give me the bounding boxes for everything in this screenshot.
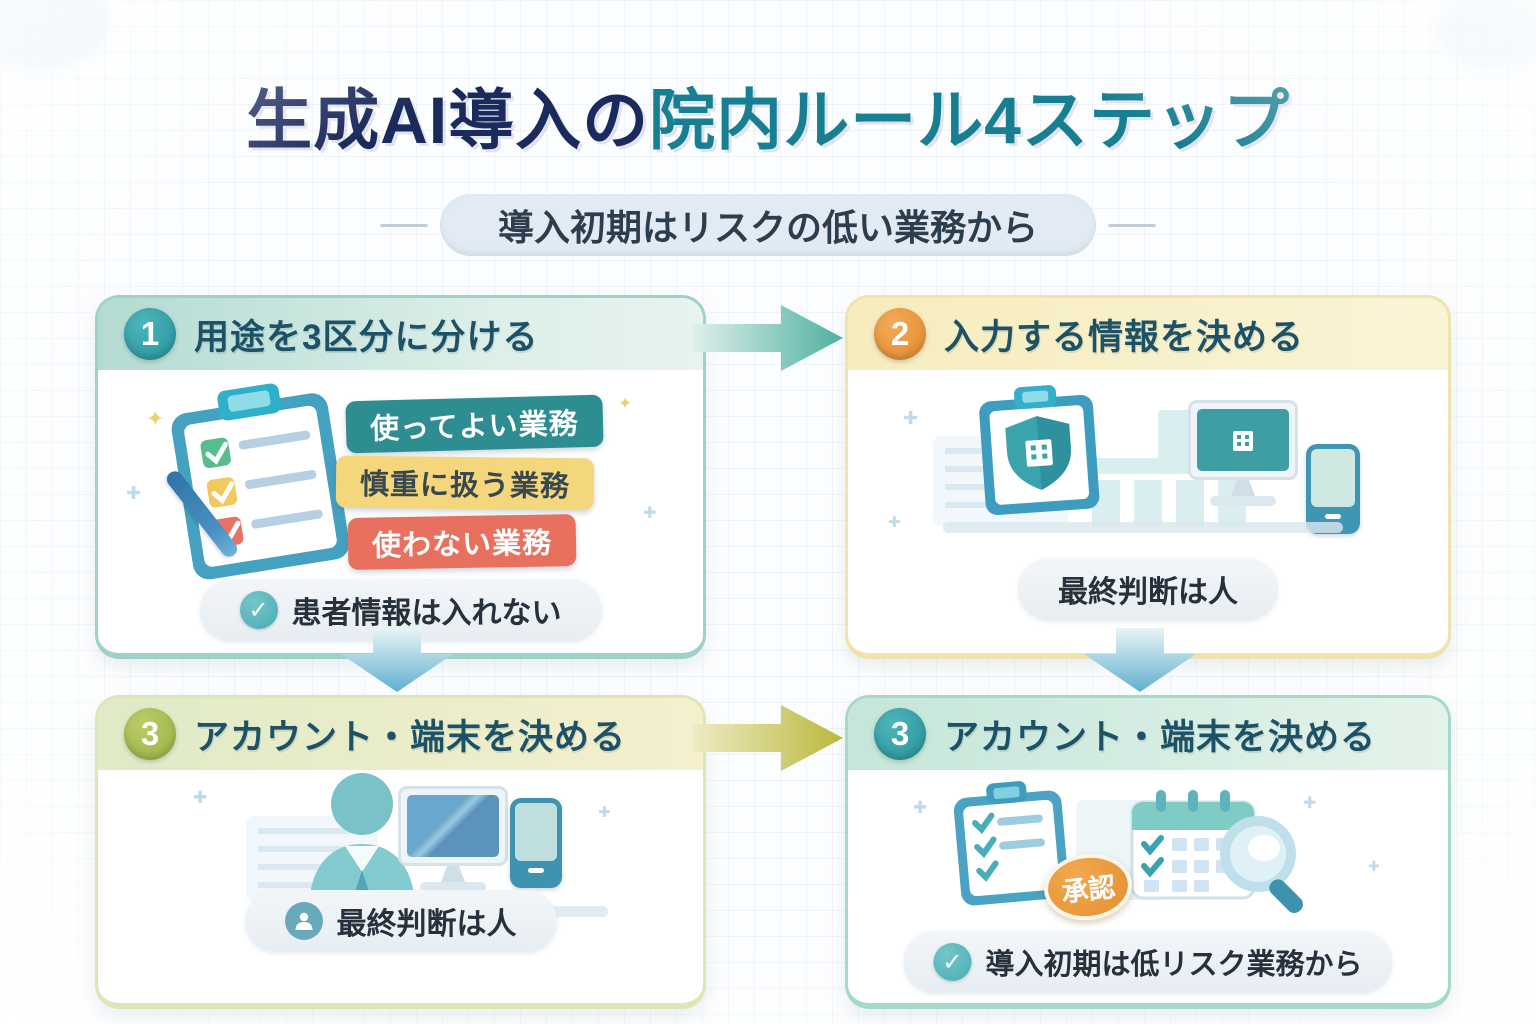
subtitle-text: 導入初期はリスクの低い業務から	[497, 207, 1038, 248]
step-3-note: 最終判断は人	[244, 890, 557, 952]
step-4-title: アカウント・端末を決める	[944, 717, 1377, 757]
step-4-number-badge: 3	[874, 708, 926, 760]
monitor-icon	[1188, 400, 1298, 506]
sparkle-icon: ✚	[126, 483, 142, 503]
sparkle-icon: ✚	[888, 514, 901, 531]
arrow-right-step3-to-step4	[693, 705, 843, 771]
sparkle-icon: ✚	[913, 798, 928, 817]
step-2-title: 入力する情報を決める	[944, 317, 1305, 357]
step-2-number-badge: 2	[874, 308, 926, 360]
desk-surface	[943, 522, 1343, 533]
tag-allowed-tasks: 使ってよい業務	[345, 394, 604, 454]
step-4-card: 3 アカウント・端末を決める ✚ ✚ ✚	[845, 695, 1451, 1009]
subtitle-line-right	[1108, 223, 1156, 227]
sparkle-icon: ✚	[643, 505, 657, 522]
step-1-header: 1 用途を3区分に分ける	[98, 298, 703, 370]
step-4-header: 3 アカウント・端末を決める	[848, 698, 1448, 770]
smartphone-icon	[1306, 444, 1360, 534]
user-icon	[284, 902, 323, 940]
step-3-title: アカウント・端末を決める	[194, 717, 627, 757]
tag-forbidden-tasks: 使わない業務	[347, 514, 577, 570]
arrow-down-step1-to-step3	[341, 628, 453, 692]
sparkle-icon: ✦	[618, 394, 633, 413]
check-circle-icon: ✓	[239, 591, 278, 629]
arrow-down-step2-to-step4	[1084, 628, 1196, 692]
magnifier-icon	[1214, 814, 1324, 926]
sparkle-icon: ✚	[1368, 858, 1380, 874]
step-2-note: 最終判断は人	[1018, 558, 1278, 620]
building-glyph	[1233, 431, 1253, 451]
note-text: 最終判断は人	[1058, 576, 1238, 609]
page-title: 生成AI導入の院内ルール4ステップ	[0, 84, 1536, 157]
note-text: 患者情報は入れない	[291, 597, 562, 630]
sparkle-icon: ✚	[193, 788, 208, 807]
title-part-teal: 院内ルール4ステップ	[649, 83, 1290, 157]
step-3-header: 3 アカウント・端末を決める	[98, 698, 703, 770]
step-4-note: ✓ 導入初期は低リスク業務から	[903, 931, 1393, 993]
step-3-card: 3 アカウント・端末を決める ✚ ✚ 最終判断は人	[95, 695, 706, 1009]
sparkle-icon: ✚	[598, 804, 611, 821]
step-1-card: 1 用途を3区分に分ける ✦ ✚ ✦ ✚ 使ってよい業務 慎重に扱う業務 使わな…	[95, 295, 706, 659]
arrow-right-step1-to-step2	[693, 305, 843, 371]
monitor-icon	[398, 786, 508, 892]
sparkle-icon: ✦	[146, 406, 165, 431]
title-part-navy: 生成AI導入の	[246, 83, 650, 157]
subtitle-line-left	[379, 223, 428, 227]
subtitle-pill: 導入初期はリスクの低い業務から	[439, 194, 1096, 256]
checklist-clipboard-icon	[159, 371, 366, 594]
subtitle-row: 導入初期はリスクの低い業務から	[0, 194, 1536, 256]
sparkle-icon: ✚	[1303, 795, 1317, 812]
sparkle-icon: ✚	[903, 408, 919, 428]
check-circle-icon: ✓	[933, 943, 972, 981]
step-2-header: 2 入力する情報を決める	[848, 298, 1448, 370]
note-text: 導入初期は低リスク業務から	[985, 949, 1363, 981]
step-1-number-badge: 1	[124, 308, 176, 360]
smartphone-icon	[510, 798, 562, 888]
step-2-card: 2 入力する情報を決める ✚ ✚	[845, 295, 1451, 659]
tag-caution-tasks: 慎重に扱う業務	[335, 455, 595, 511]
shield-clipboard-icon	[971, 380, 1106, 522]
note-text: 最終判断は人	[336, 908, 517, 941]
step-1-title: 用途を3区分に分ける	[194, 317, 539, 357]
step-3-number-badge: 3	[124, 708, 176, 760]
